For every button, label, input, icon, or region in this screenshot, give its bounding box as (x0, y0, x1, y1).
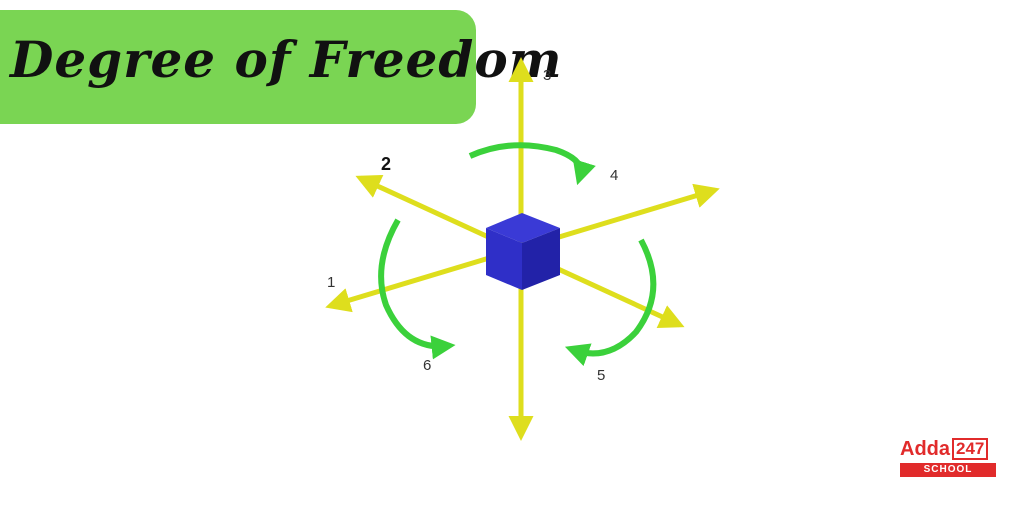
rotation-arrow-4 (468, 142, 596, 186)
logo-main: Adda 247 (900, 436, 989, 462)
adda247-logo: Adda 247 SCHOOL (900, 436, 996, 478)
page-title: Degree of Freedom (10, 30, 563, 89)
center-cube (486, 213, 560, 290)
label-3: 3 (543, 67, 551, 84)
label-5: 5 (597, 367, 605, 384)
logo-brand-text: Adda (900, 437, 950, 460)
title-banner: Degree of Freedom (0, 10, 562, 124)
label-6: 6 (423, 357, 431, 374)
logo-subtitle: SCHOOL (900, 463, 996, 477)
logo-number: 247 (952, 438, 989, 460)
label-2: 2 (381, 154, 391, 174)
label-1: 1 (327, 274, 335, 291)
rotation-arrow-6 (378, 218, 456, 360)
rotation-arrow-5 (564, 238, 657, 367)
label-4: 4 (610, 167, 618, 184)
